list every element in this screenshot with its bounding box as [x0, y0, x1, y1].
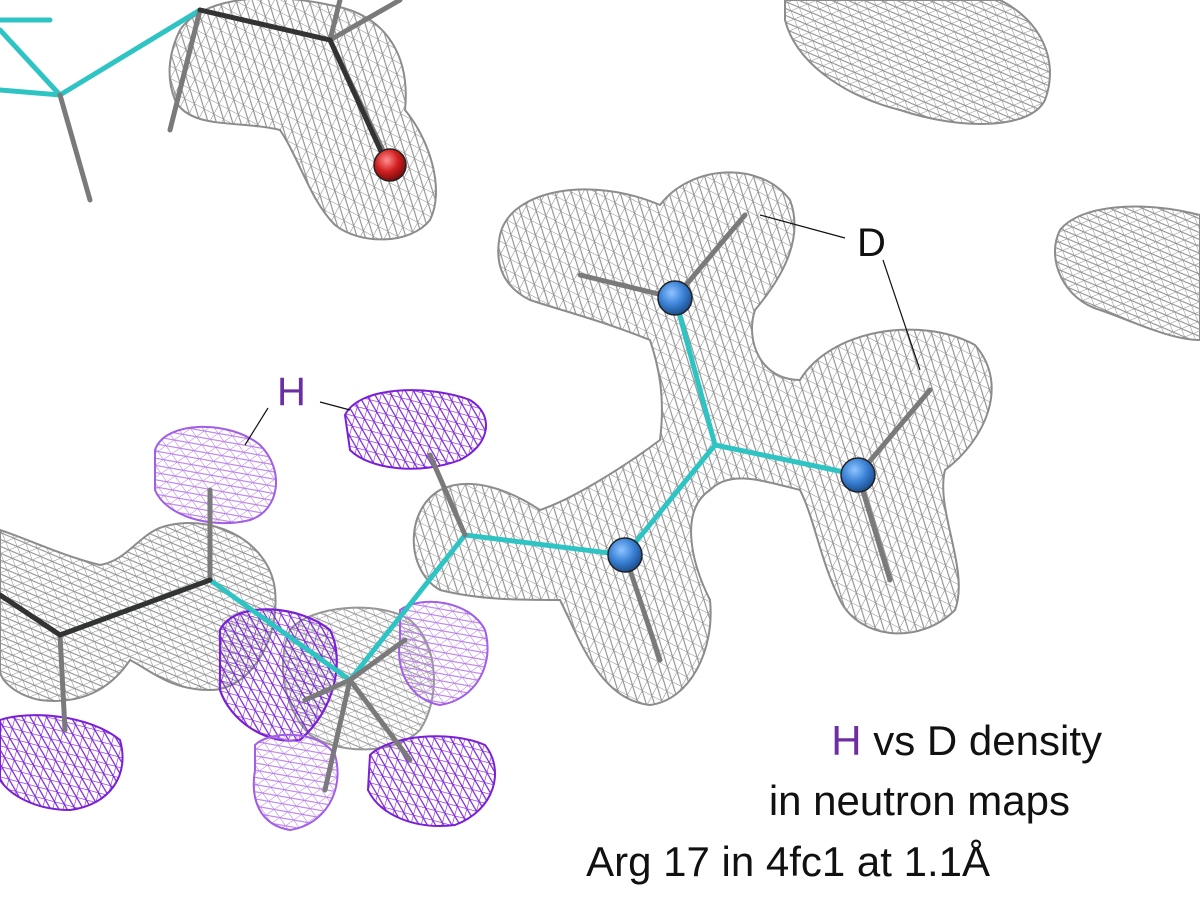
- caption-h-highlight: H: [831, 717, 861, 764]
- nitrogen-atom-center: [607, 537, 643, 573]
- label-leaders: [244, 214, 921, 446]
- caption-line-2: in neutron maps: [769, 777, 1070, 824]
- leader-h-2: [319, 401, 351, 411]
- bond-dark-top-left: [197, 7, 388, 163]
- density-blob-guanidinium: [412, 171, 993, 707]
- hydrogen-mesh-group: [0, 389, 496, 832]
- hydrogen-blob-6: [252, 733, 339, 832]
- density-blob-top-left: [168, 0, 437, 241]
- bond-dark-backbone: [0, 577, 213, 638]
- hydrogen-blob-7: [366, 735, 496, 827]
- caption-line-3: Arg 17 in 4fc1 at 1.1Å: [586, 838, 990, 885]
- hydrogen-blob-5: [0, 714, 124, 812]
- hydrogen-blob-1: [154, 425, 277, 525]
- oxygen-atom: [373, 148, 407, 182]
- leader-d-1: [759, 214, 846, 239]
- nitrogen-atom-top: [657, 280, 693, 316]
- leader-d-2: [882, 259, 921, 371]
- density-blob-top-right: [784, 0, 1051, 125]
- density-mesh-group: [0, 0, 1200, 751]
- nitrogen-atom-right: [840, 457, 876, 493]
- hydrogen-blob-4: [398, 600, 489, 707]
- leader-h-1: [244, 407, 269, 446]
- d-marker-label: D: [857, 221, 886, 265]
- bond-sticks: [0, 0, 933, 793]
- caption-line-1: H vs D density: [831, 717, 1102, 764]
- hydrogen-blob-2: [343, 389, 487, 470]
- density-blob-right-edge: [1054, 205, 1200, 342]
- atoms: [373, 148, 876, 573]
- h-marker-label: H: [277, 370, 306, 414]
- caption-line-1-rest: vs D density: [862, 717, 1102, 764]
